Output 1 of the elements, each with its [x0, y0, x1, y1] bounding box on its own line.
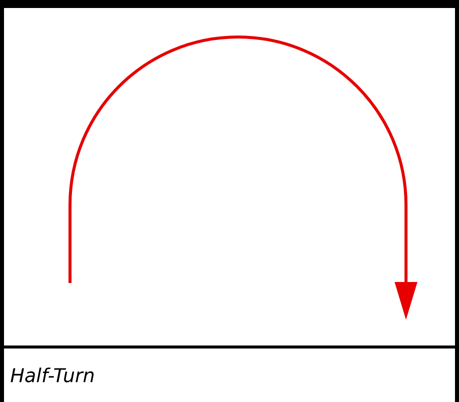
caption: Half-Turn — [10, 368, 94, 382]
